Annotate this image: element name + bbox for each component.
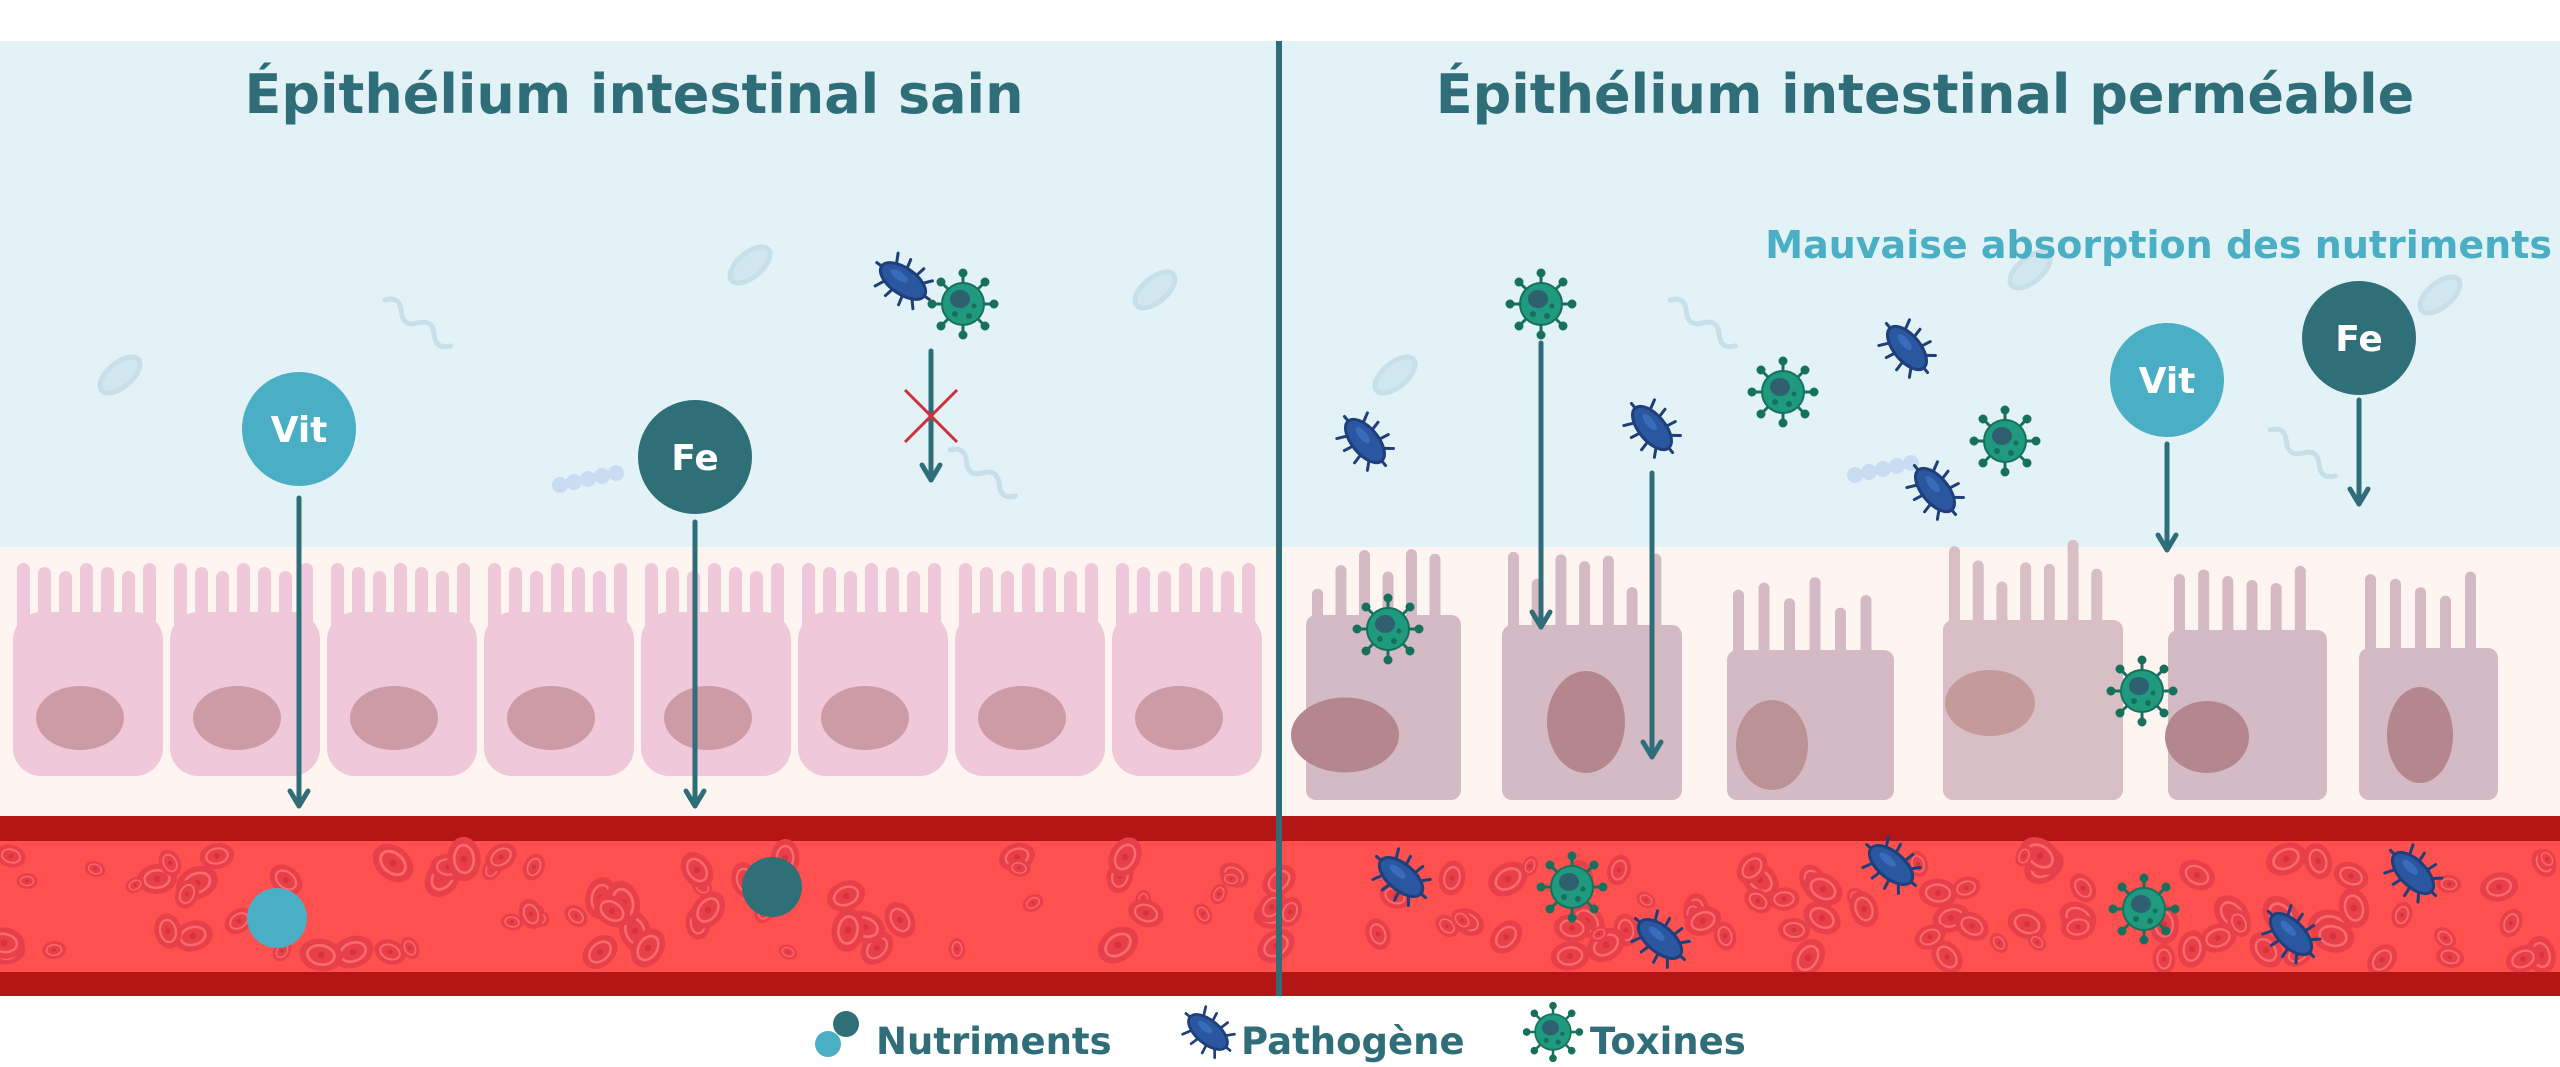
damaged-cell	[1727, 577, 1894, 800]
nucleus	[1291, 697, 1399, 773]
nutrients-icon	[815, 1011, 859, 1057]
down-arrow	[683, 519, 707, 809]
background-microbes	[97, 244, 2463, 500]
svg-text:Fe: Fe	[2335, 319, 2383, 360]
legend-nutrients: Nutriments	[876, 1020, 1112, 1063]
absorbed-vitamin-dot	[247, 888, 307, 948]
red-blood-cell	[15, 872, 39, 890]
right-fe-badge: Fe	[2302, 281, 2416, 395]
down-arrow	[2347, 397, 2371, 507]
healthy-cell	[1112, 563, 1262, 776]
blocked-cross-icon	[903, 388, 959, 444]
toxin-icon	[927, 268, 999, 340]
toxin-icon	[1352, 593, 1424, 665]
faint-coccus	[552, 477, 568, 493]
faint-coccus	[1889, 458, 1905, 474]
damaged-cell	[2359, 571, 2498, 800]
healthy-cell	[955, 563, 1105, 776]
faint-spirillum	[1667, 296, 1739, 350]
right-vit-badge: Vit	[2110, 323, 2224, 437]
toxin-icon	[1536, 851, 1608, 923]
faint-spirillum	[2267, 426, 2339, 480]
nucleus	[36, 686, 124, 750]
svg-text:Vit: Vit	[2139, 361, 2196, 402]
nucleus	[1135, 686, 1223, 750]
down-arrow	[1640, 470, 1664, 760]
faint-coccus	[1861, 464, 1877, 480]
nucleus	[1945, 670, 2035, 736]
toxin-icon	[2106, 655, 2178, 727]
absorption-arrows	[287, 340, 2371, 809]
healthy-cell	[484, 563, 634, 776]
nucleus	[821, 686, 909, 750]
legend-toxins: Toxines	[1590, 1020, 1746, 1063]
toxin-icon	[1969, 405, 2041, 477]
absorbed-iron-dot	[742, 857, 802, 917]
faint-bacterium	[1372, 354, 1418, 396]
faint-coccus	[566, 474, 582, 490]
healthy-cell	[170, 563, 320, 776]
faint-spirillum	[947, 446, 1019, 500]
pathogen-icon	[1171, 996, 1245, 1067]
faint-coccus	[608, 465, 624, 481]
damaged-cell	[1291, 549, 1461, 800]
legend: Nutriments Pathogène Toxines	[815, 996, 1746, 1067]
down-arrow	[2155, 441, 2179, 553]
nucleus	[2165, 701, 2249, 773]
faint-coccus	[1847, 467, 1863, 483]
damaged-cell	[2165, 565, 2327, 800]
nucleus	[350, 686, 438, 750]
malabsorption-label: Mauvaise absorption des nutriments	[1765, 223, 2552, 267]
healthy-cell	[641, 563, 791, 776]
healthy-cell	[327, 563, 477, 776]
damaged-cells	[1291, 539, 2498, 800]
right-panel-title: Épithélium intestinal perméable	[1436, 63, 2415, 126]
toxin-icon	[1522, 1001, 1584, 1063]
faint-bacterium	[727, 244, 773, 286]
faint-spirillum	[382, 296, 454, 350]
healthy-cells	[13, 563, 1262, 776]
faint-bacterium	[2007, 249, 2053, 291]
faint-coccus	[1875, 461, 1891, 477]
toxin-icon	[2108, 873, 2180, 945]
faint-coccus	[580, 471, 596, 487]
svg-text:Fe: Fe	[671, 438, 719, 479]
nucleus	[507, 686, 595, 750]
nucleus	[1547, 671, 1625, 773]
faint-bacterium	[97, 354, 143, 396]
svg-text:Vit: Vit	[271, 410, 328, 451]
down-arrow	[287, 495, 311, 809]
faint-bacterium	[1132, 269, 1178, 311]
legend-pathogen: Pathogène	[1241, 1020, 1465, 1063]
left-vit-badge: Vit	[242, 372, 356, 486]
nucleus	[2387, 687, 2453, 783]
healthy-cell	[13, 563, 163, 776]
nucleus	[978, 686, 1066, 750]
faint-bacterium	[2417, 274, 2463, 316]
down-arrow	[1529, 340, 1553, 630]
toxin-icon	[1747, 356, 1819, 428]
toxin-icon	[1505, 268, 1577, 340]
left-panel-title: Épithélium intestinal sain	[244, 63, 1023, 126]
nucleus	[193, 686, 281, 750]
left-fe-badge: Fe	[638, 400, 752, 514]
healthy-cell	[798, 563, 948, 776]
damaged-cell	[1943, 539, 2123, 800]
nucleus	[1736, 700, 1808, 790]
faint-coccus	[594, 468, 610, 484]
nucleus	[664, 686, 752, 750]
